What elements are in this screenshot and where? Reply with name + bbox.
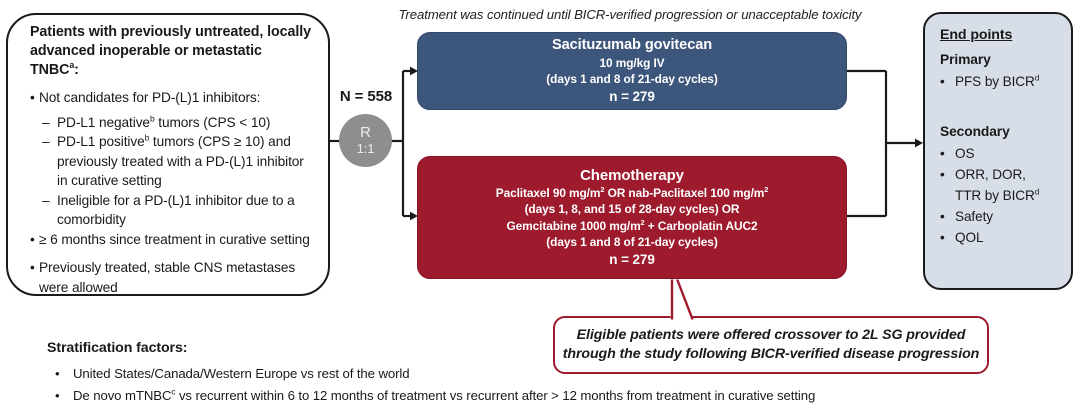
eligibility-sub-positive-text: PD-L1 positiveb tumors (CPS ≥ 10) and pr… <box>57 132 314 191</box>
eligibility-bullet-pdl1: • Not candidates for PD-(L)1 inhibitors: <box>30 88 314 108</box>
bullet-icon: • <box>940 74 945 89</box>
chemo-arm-n: n = 279 <box>609 251 655 267</box>
eligibility-bullet-pdl1-text: Not candidates for PD-(L)1 inhibitors: <box>39 90 261 105</box>
endpoint-item-qol: • QOL <box>940 227 1065 248</box>
chemo-line3-post: + Carboplatin AUC2 <box>644 218 758 233</box>
enrollment-count: N = 558 <box>339 88 393 105</box>
sg-arm-schedule: (days 1 and 8 of 21-day cycles) <box>546 72 718 86</box>
sg-arm-box: Sacituzumab govitecan 10 mg/kg IV (days … <box>417 32 847 110</box>
endpoint-item-os-text: OS <box>955 146 975 161</box>
endpoint-item-pfs-text: PFS by BICRd <box>955 71 1039 92</box>
chemo-arm-line2: (days 1, 8, and 15 of 28-day cycles) OR <box>524 202 740 217</box>
footnote-d: d <box>1034 186 1040 197</box>
bullet-icon: • <box>30 260 35 275</box>
randomization-ratio: 1:1 <box>356 140 375 156</box>
chemo-line3-sup: 2 <box>640 217 645 227</box>
chemo-arm-line1: Paclitaxel 90 mg/m2 OR nab-Paclitaxel 10… <box>496 185 769 201</box>
endpoint-item-os: • OS <box>940 143 1065 164</box>
footnote-b: b <box>144 132 150 143</box>
arrowhead-endpoints-icon <box>915 138 923 148</box>
stratification-item-denovo: • De novo mTNBCc vs recurrent within 6 t… <box>47 385 1047 407</box>
chemo-line1-sup1: 2 <box>600 185 605 195</box>
endpoint-item-orr-text: ORR, DOR, TTR by BICRd <box>955 164 1039 206</box>
stratification-item-region: • United States/Canada/Western Europe vs… <box>47 363 1047 385</box>
endpoints-heading: End points <box>940 27 1013 43</box>
footnote-a: a <box>69 60 75 71</box>
orr-line1: ORR, DOR, <box>955 167 1026 182</box>
eligibility-sub-ineligible-text: Ineligible for a PD-(L)1 inhibitor due t… <box>57 192 295 228</box>
crossover-note-box: Eligible patients were offered crossover… <box>553 316 989 374</box>
bullet-icon: • <box>55 387 60 403</box>
bullet-icon: • <box>940 167 945 182</box>
footnote-b: b <box>149 112 155 123</box>
dash-icon: – <box>42 192 50 208</box>
footnote-d: d <box>1034 72 1040 83</box>
denovo-pre: De novo mTNBC <box>73 387 172 403</box>
chemo-line1-sup2: 2 <box>764 185 769 195</box>
sub2-post: tumors (CPS ≥ 10) and previously treated… <box>57 134 304 188</box>
chemo-line3-pre: Gemcitabine 1000 mg/m <box>506 218 641 233</box>
eligibility-sublist: – PD-L1 negativeb tumors (CPS < 10) – PD… <box>42 113 314 230</box>
treatment-duration-caption: Treatment was continued until BICR-verif… <box>398 7 862 22</box>
crossover-note-line2: through the study following BICR-verifie… <box>562 346 980 362</box>
crossover-callout-tail <box>670 279 694 320</box>
endpoint-item-safety-text: Safety <box>955 209 993 224</box>
endpoints-box: End points Primary • PFS by BICRd Second… <box>923 12 1073 290</box>
sub1-post: tumors (CPS < 10) <box>154 114 271 130</box>
crossover-note-line1: Eligible patients were offered crossover… <box>576 327 966 343</box>
endpoints-primary-label: Primary <box>940 52 991 67</box>
eligibility-sub-negative: – PD-L1 negativeb tumors (CPS < 10) <box>42 113 314 133</box>
randomization-r: R <box>360 123 371 141</box>
randomization-circle: R 1:1 <box>339 114 392 167</box>
dash-icon: – <box>42 114 50 130</box>
bullet-icon: • <box>940 209 945 224</box>
eligibility-bullet-6months-text: ≥ 6 months since treatment in curative s… <box>39 231 310 247</box>
eligibility-title-colon: : <box>74 62 79 78</box>
chemo-arm-line3: Gemcitabine 1000 mg/m2 + Carboplatin AUC… <box>507 218 758 234</box>
eligibility-bullet-cns-text: Previously treated, stable CNS metastase… <box>39 260 296 295</box>
eligibility-sub-ineligible: – Ineligible for a PD-(L)1 inhibitor due… <box>42 191 314 230</box>
chemo-arm-box: Chemotherapy Paclitaxel 90 mg/m2 OR nab-… <box>417 156 847 279</box>
dash-icon: – <box>42 134 50 149</box>
chemo-line1-mid: OR nab-Paclitaxel 100 mg/m <box>604 186 765 201</box>
eligibility-title: Patients with previously untreated, loca… <box>30 23 314 80</box>
endpoint-item-pfs: • PFS by BICRd <box>940 71 1065 92</box>
chemo-arm-title: Chemotherapy <box>580 167 684 185</box>
pfs-text: PFS by BICR <box>955 74 1035 89</box>
bullet-icon: • <box>940 230 945 245</box>
bullet-icon: • <box>30 231 35 247</box>
sg-arm-dose: 10 mg/kg IV <box>599 55 665 70</box>
stratification-item-region-text: United States/Canada/Western Europe vs r… <box>73 366 410 381</box>
chemo-line1-pre: Paclitaxel 90 mg/m <box>495 186 601 201</box>
orr-line2: TTR by BICR <box>955 188 1035 203</box>
sg-arm-title: Sacituzumab govitecan <box>551 36 713 53</box>
bullet-icon: • <box>55 366 60 381</box>
endpoint-item-orr: • ORR, DOR, TTR by BICRd <box>940 164 1065 206</box>
endpoints-secondary-label: Secondary <box>940 124 1010 139</box>
stratification-heading: Stratification factors: <box>47 340 188 356</box>
sub1-pre: PD-L1 negative <box>57 114 150 130</box>
sub2-pre: PD-L1 positive <box>57 134 145 149</box>
sg-arm-n: n = 279 <box>609 89 655 105</box>
bullet-icon: • <box>940 146 945 161</box>
eligibility-sub-positive: – PD-L1 positiveb tumors (CPS ≥ 10) and … <box>42 132 314 191</box>
stratification-section: Stratification factors: • United States/… <box>47 340 1047 406</box>
stratification-item-denovo-text: De novo mTNBCc vs recurrent within 6 to … <box>73 385 815 407</box>
footnote-c: c <box>171 387 176 397</box>
eligibility-title-text: Patients with previously untreated, loca… <box>30 24 311 78</box>
eligibility-box: Patients with previously untreated, loca… <box>6 13 330 296</box>
eligibility-bullet-6months: • ≥ 6 months since treatment in curative… <box>30 230 314 250</box>
eligibility-sub-negative-text: PD-L1 negativeb tumors (CPS < 10) <box>57 113 270 133</box>
bullet-icon: • <box>30 90 35 105</box>
chemo-arm-line4: (days 1 and 8 of 21-day cycles) <box>546 234 718 249</box>
eligibility-bullet-cns: • Previously treated, stable CNS metasta… <box>30 258 314 297</box>
endpoint-item-qol-text: QOL <box>955 230 984 245</box>
denovo-post: vs recurrent within 6 to 12 months of tr… <box>175 387 816 403</box>
endpoint-item-safety: • Safety <box>940 206 1065 227</box>
